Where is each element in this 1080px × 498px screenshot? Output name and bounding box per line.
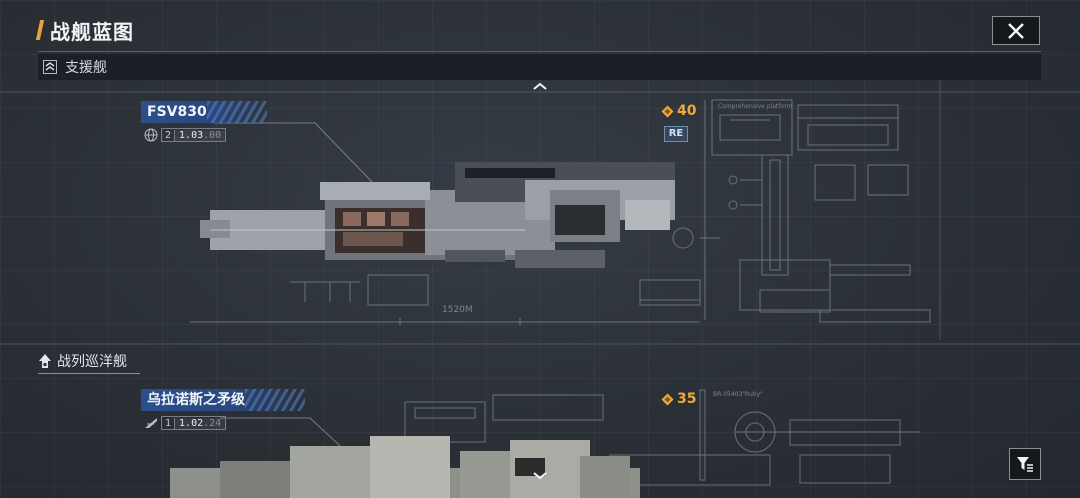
ship-level: 2 xyxy=(162,129,176,141)
ship-version: 1.03.00 xyxy=(175,129,226,141)
chevron-up-icon[interactable] xyxy=(531,80,549,92)
ship-meta-fsv830: 2 1.03.00 xyxy=(144,127,227,143)
blueprint-caption-2: BR-05403"Ruby" xyxy=(713,391,763,398)
ship-version: 1.02.24 xyxy=(175,417,226,429)
ship-name: FSV830 xyxy=(147,104,207,120)
cruiser-class-icon xyxy=(145,418,157,428)
chevron-down-icon[interactable] xyxy=(531,470,549,482)
tag-stripes xyxy=(206,101,267,123)
command-point-icon xyxy=(661,393,674,405)
ship-model-uranus-spear[interactable] xyxy=(170,436,640,498)
command-point-icon xyxy=(661,105,674,117)
cost-value: 40 xyxy=(677,103,697,119)
ship-cost-fsv830: 40 xyxy=(661,103,696,119)
ship-model-fsv830[interactable] xyxy=(195,150,685,275)
section-bar-support-ship[interactable]: 支援舰 xyxy=(38,54,1041,80)
ship-cost-uranus-spear: 35 xyxy=(661,391,696,407)
ship-name: 乌拉诺斯之矛级 xyxy=(147,392,245,408)
blueprint-caption: Comprehensive platform xyxy=(718,103,792,110)
support-ship-icon xyxy=(43,60,57,74)
group-underline xyxy=(38,373,140,374)
ship-meta-uranus-spear: 1 1.02.24 xyxy=(144,415,227,431)
ship-level: 1 xyxy=(162,417,176,429)
group-label: 战列巡洋舰 xyxy=(57,354,127,370)
page-title: 战舰蓝图 xyxy=(50,20,134,44)
tag-stripes xyxy=(245,389,305,411)
filter-button[interactable] xyxy=(1009,448,1041,480)
ship-name-tag-fsv830[interactable]: FSV830 xyxy=(141,101,267,123)
ship-name-tag-uranus-spear[interactable]: 乌拉诺斯之矛级 xyxy=(141,389,305,411)
section-label: 支援舰 xyxy=(65,60,107,76)
battlecruiser-icon xyxy=(39,354,51,368)
close-button[interactable] xyxy=(992,16,1040,45)
group-header-battlecruiser[interactable]: 战列巡洋舰 xyxy=(38,350,127,372)
version-box: 2 1.03.00 xyxy=(161,128,227,142)
cost-value: 35 xyxy=(677,391,697,407)
header-divider xyxy=(38,51,1041,52)
ship-length-label: 1520M xyxy=(442,305,473,315)
version-box: 1 1.02.24 xyxy=(161,416,227,430)
re-badge: RE xyxy=(664,126,688,142)
filter-icon xyxy=(1017,457,1033,472)
close-icon xyxy=(1008,22,1024,39)
globe-icon xyxy=(144,128,158,142)
